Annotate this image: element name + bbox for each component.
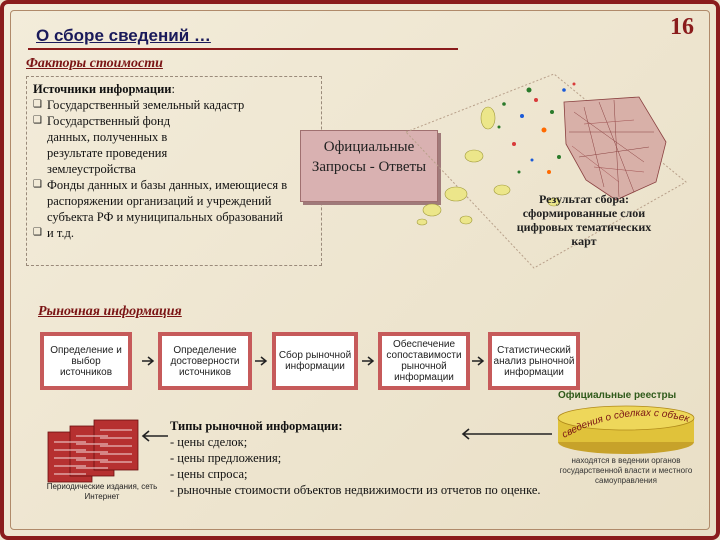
list-item: ❑ и т.д. xyxy=(33,225,315,241)
source-item-text: и т.д. xyxy=(47,226,74,240)
checkbox-bullet-icon: ❑ xyxy=(33,99,42,110)
map-result-caption: Результат сбора: сформированные слои циф… xyxy=(516,192,652,248)
flow-step-3: Сбор рыночной информации xyxy=(272,332,358,390)
sources-box: Источники информации: ❑ Государственный з… xyxy=(26,76,322,266)
periodicals-caption: Периодические издания, сеть Интернет xyxy=(46,482,158,501)
cost-factors-heading: Факторы стоимости xyxy=(26,56,163,71)
checkbox-bullet-icon: ❑ xyxy=(33,115,42,126)
list-item: ❑ Государственный земельный кадастр xyxy=(33,97,315,113)
thematic-map-image xyxy=(405,73,687,269)
right-arrow-icon xyxy=(472,356,485,366)
page-number: 16 xyxy=(670,14,694,40)
sources-title-colon: : xyxy=(171,82,175,96)
document-stack-icon xyxy=(47,419,139,483)
checkbox-bullet-icon: ❑ xyxy=(33,227,42,238)
left-arrow-icon xyxy=(141,430,168,442)
list-item: - цены спроса; xyxy=(170,467,248,481)
list-item: - цены сделок; xyxy=(170,435,248,449)
registry-title: Официальные реестры xyxy=(558,390,677,401)
list-item: - рыночные стоимости объектов недвижимос… xyxy=(170,483,541,497)
official-requests-box: Официальные Запросы - Ответы xyxy=(300,130,438,202)
slide-title: О сборе сведений … xyxy=(36,26,211,45)
source-item-text: Государственный земельный кадастр xyxy=(47,98,245,112)
list-item: ❑ Государственный фонд данных, полученных… xyxy=(33,113,315,177)
flow-step-2: Определение достоверности источников xyxy=(158,332,252,390)
right-arrow-icon xyxy=(362,356,375,366)
title-divider xyxy=(28,48,458,50)
registry-note: находятся в ведении органов государствен… xyxy=(559,456,693,485)
flow-step-4: Обеспечение сопоставимости рыночной инфо… xyxy=(378,332,470,390)
checkbox-bullet-icon: ❑ xyxy=(33,179,42,190)
list-item: ❑ Фонды данных и базы данных, имеющиеся в… xyxy=(33,177,315,225)
sources-title-line: Источники информации: xyxy=(33,81,315,97)
left-arrow-icon xyxy=(461,428,552,440)
flow-step-5: Статистический анализ рыночной информаци… xyxy=(488,332,580,390)
source-item-text: Фонды данных и базы данных, имеющиеся в … xyxy=(47,178,288,224)
database-disk-icon: сведения о сделках с объектами недвижимо… xyxy=(556,402,695,454)
right-arrow-icon xyxy=(142,356,155,366)
list-item: - цены предложения; xyxy=(170,451,282,465)
sources-title: Источники информации xyxy=(33,82,172,96)
types-title: Типы рыночной информации: xyxy=(170,419,343,433)
source-item-text: Государственный фонд данных, полученных … xyxy=(47,114,171,176)
flow-step-1: Определение и выбор источников xyxy=(40,332,132,390)
right-arrow-icon xyxy=(255,356,268,366)
market-info-heading: Рыночная информация xyxy=(38,304,182,319)
market-info-types: Типы рыночной информации: - цены сделок;… xyxy=(170,418,541,498)
